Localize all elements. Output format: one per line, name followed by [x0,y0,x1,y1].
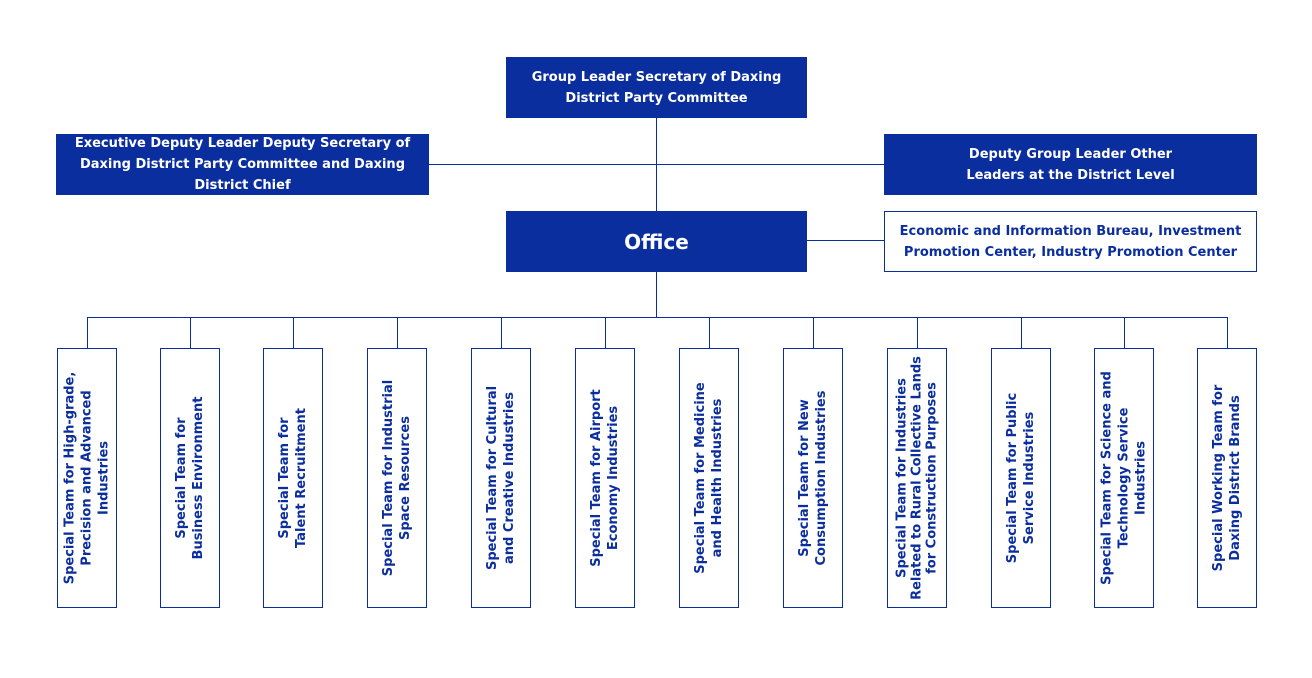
special-team-label: Special Team for New Consumption Industr… [797,390,829,566]
special-team-label: Special Team for Industries Related to R… [894,356,940,600]
connector-team-drop [397,317,398,348]
connector-team-drop [709,317,710,348]
special-team-node: Special Team for Science and Technology … [1094,348,1154,608]
special-team-label: Special Team for High-grade, Precision a… [62,371,112,585]
executive-deputy-leader-label: Executive Deputy Leader Deputy Secretary… [74,136,411,193]
connector-team-drop [1021,317,1022,348]
group-leader-label: Group Leader Secretary of Daxing Distric… [531,69,782,106]
special-team-node: Special Team for Industrial Space Resour… [367,348,427,608]
connector-team-drop [813,317,814,348]
connector-team-drop [917,317,918,348]
special-team-node: Special Team for Medicine and Health Ind… [679,348,739,608]
executive-deputy-leader-node: Executive Deputy Leader Deputy Secretary… [56,134,429,195]
special-team-node: Special Team for Talent Recruitment [263,348,323,608]
office-support-node: Economic and Information Bureau, Investm… [884,211,1257,272]
office-label: Office [624,229,689,254]
deputy-group-leader-label: Deputy Group Leader Other Leaders at the… [966,146,1175,183]
connector-office-support [806,240,885,241]
connector-team-drop [190,317,191,348]
office-node: Office [506,211,807,272]
special-team-node: Special Team for Airport Economy Industr… [575,348,635,608]
special-team-label: Special Team for Talent Recruitment [277,408,309,548]
special-team-label: Special Team for Business Environment [174,396,206,560]
special-team-label: Special Team for Public Service Industri… [1005,392,1037,564]
special-team-node: Special Working Team for Daxing District… [1197,348,1257,608]
special-team-node: Special Team for Public Service Industri… [991,348,1051,608]
connector-team-drop [1227,317,1228,348]
special-team-label: Special Working Team for Daxing District… [1211,384,1243,572]
connector-team-drop [605,317,606,348]
special-team-label: Special Team for Medicine and Health Ind… [693,382,725,574]
deputy-group-leader-node: Deputy Group Leader Other Leaders at the… [884,134,1257,195]
office-support-label: Economic and Information Bureau, Investm… [899,223,1242,260]
connector-team-drop [501,317,502,348]
special-team-label: Special Team for Airport Economy Industr… [589,389,621,567]
special-team-node: Special Team for High-grade, Precision a… [57,348,117,608]
group-leader-node: Group Leader Secretary of Daxing Distric… [506,57,807,118]
special-team-label: Special Team for Cultural and Creative I… [485,385,517,571]
special-team-node: Special Team for New Consumption Industr… [783,348,843,608]
special-team-label: Special Team for Science and Technology … [1099,371,1149,585]
special-team-node: Special Team for Business Environment [160,348,220,608]
connector-team-drop [87,317,88,348]
connector-team-drop [1124,317,1125,348]
connector-teams-bus [87,317,1227,318]
connector-deputies-horizontal [428,164,885,165]
connector-office-down [656,271,657,318]
special-team-node: Special Team for Industries Related to R… [887,348,947,608]
special-team-node: Special Team for Cultural and Creative I… [471,348,531,608]
special-team-label: Special Team for Industrial Space Resour… [381,379,413,577]
connector-team-drop [293,317,294,348]
